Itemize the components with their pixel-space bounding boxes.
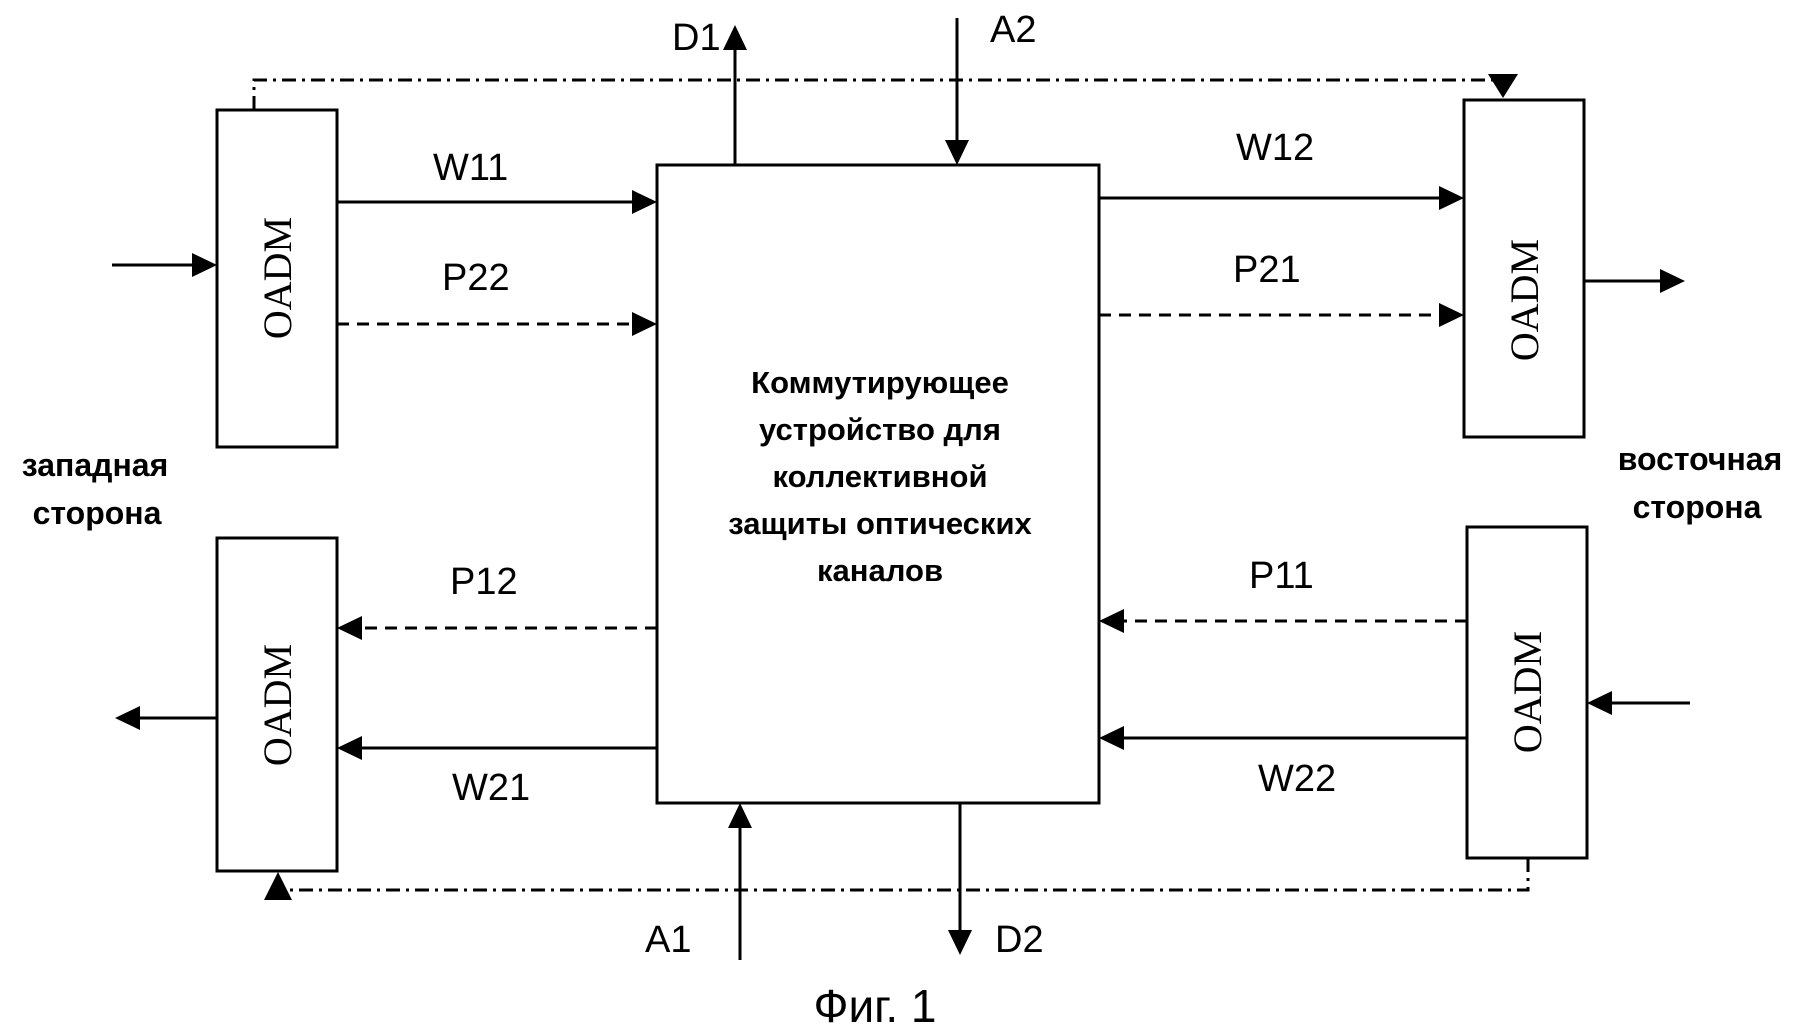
west-side-line-2: сторона bbox=[33, 495, 162, 531]
label-p22: P22 bbox=[442, 257, 510, 299]
label-w21: W21 bbox=[452, 767, 530, 809]
switching-device-block: Коммутирующее устройство для коллективно… bbox=[655, 163, 1101, 805]
w11-link bbox=[337, 190, 657, 214]
top-feedback-line bbox=[252, 78, 1502, 110]
east-output-arrow bbox=[1584, 269, 1685, 293]
label-p12: P12 bbox=[450, 561, 518, 603]
w21-link bbox=[337, 736, 657, 760]
bottom-feedback-line bbox=[276, 858, 1530, 892]
center-line-1: Коммутирующее bbox=[751, 365, 1009, 400]
d2-link bbox=[948, 803, 972, 955]
oadm-east-top-label: OADM bbox=[1502, 239, 1547, 361]
oadm-west-top: OADM bbox=[215, 108, 339, 449]
figure-caption: Фиг. 1 bbox=[814, 980, 937, 1032]
oadm-west-bottom: OADM bbox=[215, 536, 339, 873]
p22-link bbox=[337, 312, 657, 336]
top-feedback-arrowhead bbox=[1488, 74, 1518, 98]
bottom-feedback-arrowhead bbox=[264, 872, 292, 900]
label-w11: W11 bbox=[433, 147, 508, 189]
w22-link bbox=[1099, 726, 1467, 750]
west-side-line-1: западная bbox=[22, 447, 169, 483]
label-p21: P21 bbox=[1233, 249, 1301, 291]
oadm-west-bottom-label: OADM bbox=[255, 644, 300, 766]
p11-link bbox=[1099, 609, 1467, 633]
east-side-line-2: сторона bbox=[1633, 489, 1762, 525]
label-a1: A1 bbox=[645, 919, 691, 961]
oadm-east-top: OADM bbox=[1462, 98, 1586, 439]
label-a2: A2 bbox=[990, 9, 1036, 51]
east-input-arrow bbox=[1587, 691, 1690, 715]
oadm-west-top-label: OADM bbox=[255, 217, 300, 339]
p21-link bbox=[1099, 303, 1464, 327]
label-p11: P11 bbox=[1249, 555, 1314, 597]
label-d2: D2 bbox=[995, 919, 1044, 961]
east-side-line-1: восточная bbox=[1618, 441, 1783, 477]
p12-link bbox=[337, 616, 657, 640]
west-output-arrow bbox=[115, 706, 217, 730]
center-line-5: каналов bbox=[817, 553, 943, 588]
label-w12: W12 bbox=[1236, 127, 1314, 169]
oadm-east-bottom: OADM bbox=[1465, 525, 1589, 860]
a2-link bbox=[945, 18, 969, 165]
west-input-arrow bbox=[112, 253, 217, 277]
center-line-3: коллективной bbox=[772, 459, 987, 494]
d1-link bbox=[723, 25, 747, 165]
center-line-2: устройство для bbox=[759, 412, 1001, 447]
w12-link bbox=[1099, 186, 1464, 210]
oadm-east-bottom-label: OADM bbox=[1505, 631, 1550, 753]
center-line-4: защиты оптических bbox=[728, 506, 1032, 541]
label-w22: W22 bbox=[1258, 758, 1336, 800]
label-d1: D1 bbox=[672, 17, 721, 59]
a1-link bbox=[728, 803, 752, 960]
